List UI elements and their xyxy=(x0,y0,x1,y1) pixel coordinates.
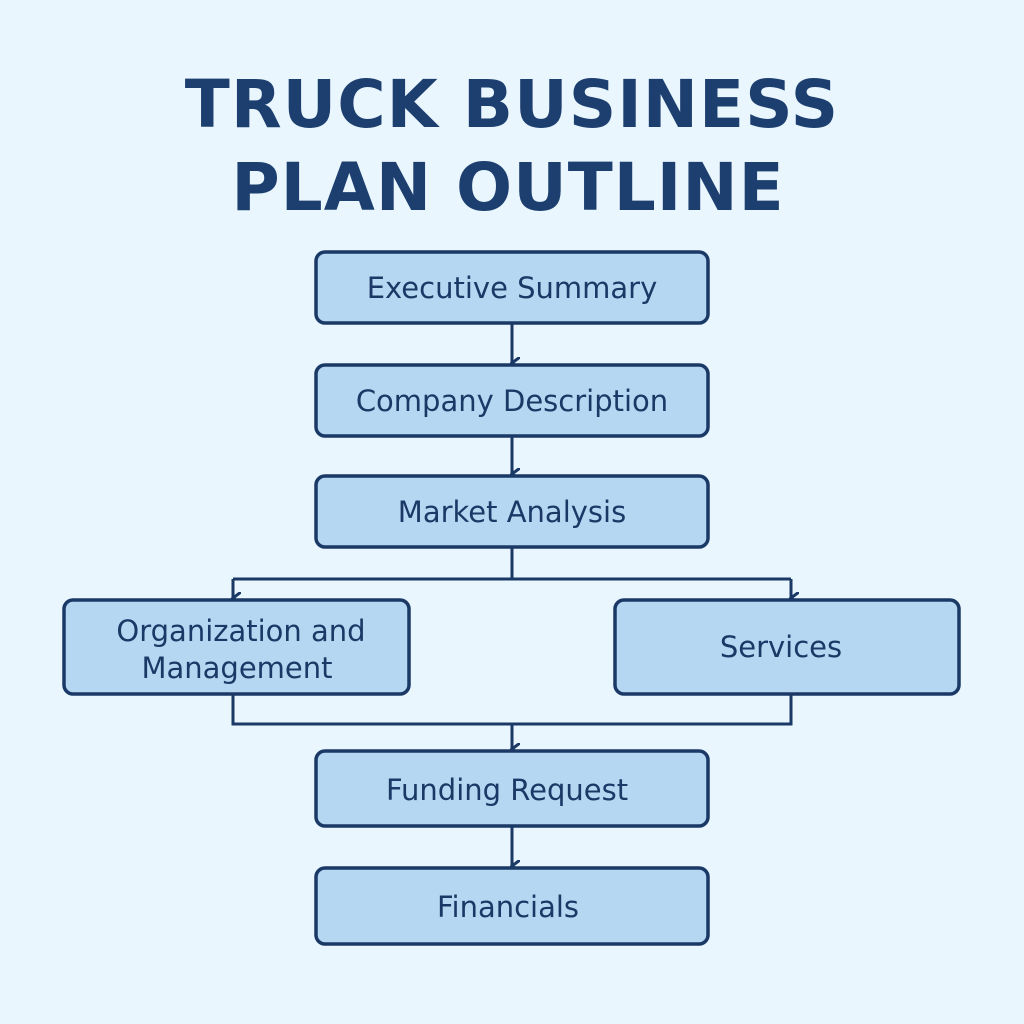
connector-market-split xyxy=(233,547,791,581)
node-label: Financials xyxy=(437,890,579,924)
node-company-description: Company Description xyxy=(314,363,710,438)
title-line-1: TRUCK BUSINESS xyxy=(185,66,839,143)
node-label: Funding Request xyxy=(386,773,628,807)
node-organization-management: Organization and Management xyxy=(62,598,411,696)
title-line-2: PLAN OUTLINE xyxy=(231,149,784,226)
node-label-line-1: Organization and xyxy=(116,614,365,648)
node-label-line-2: Management xyxy=(141,651,332,685)
node-label: Services xyxy=(720,630,842,664)
node-label: Executive Summary xyxy=(367,271,658,305)
connector-merge xyxy=(231,694,793,726)
node-financials: Financials xyxy=(314,866,710,946)
node-executive-summary: Executive Summary xyxy=(314,250,710,325)
node-label: Market Analysis xyxy=(398,495,626,529)
node-market-analysis: Market Analysis xyxy=(314,474,710,549)
node-label: Company Description xyxy=(356,384,668,418)
node-funding-request: Funding Request xyxy=(314,749,710,828)
node-services: Services xyxy=(613,598,961,696)
